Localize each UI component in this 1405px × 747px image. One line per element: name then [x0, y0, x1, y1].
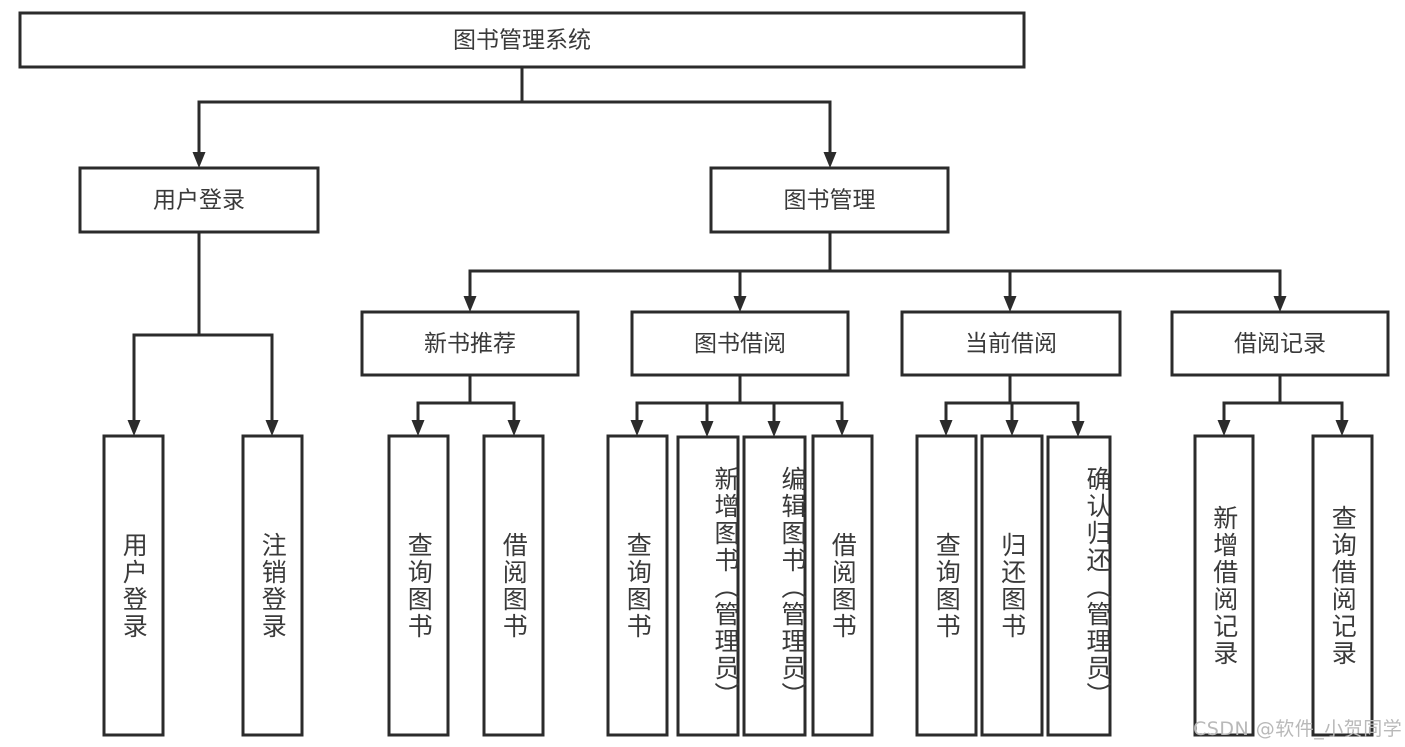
edge-current-fanout	[939, 373, 1085, 437]
node-label-book-borrow: 图书借阅	[694, 331, 786, 357]
node-box-borrow-record[interactable]	[1170, 310, 1390, 377]
node-box-leaf-borrow-book-1[interactable]	[482, 434, 545, 737]
node-box-book-management[interactable]	[709, 166, 950, 234]
node-box-leaf-add-record[interactable]	[1193, 434, 1255, 737]
edge-recommend-fanout	[411, 373, 521, 436]
node-box-leaf-add-book[interactable]	[676, 435, 740, 737]
node-box-root[interactable]	[18, 11, 1026, 69]
boxes-layer	[18, 11, 1390, 737]
edge-user-login-fanout	[127, 230, 279, 436]
connectors-layer	[127, 65, 1349, 437]
edge-root-fanout	[192, 65, 837, 168]
node-label-book-management: 图书管理	[784, 188, 876, 214]
node-box-user-login[interactable]	[78, 166, 320, 234]
node-box-leaf-query-book-2[interactable]	[606, 434, 669, 737]
edge-borrow-fanout	[630, 373, 849, 437]
node-label-root: 图书管理系统	[453, 28, 591, 54]
watermark: CSDN @软件_小贺同学	[1193, 718, 1403, 740]
node-box-leaf-user-login[interactable]	[102, 434, 165, 737]
node-box-current-borrow[interactable]	[900, 310, 1122, 377]
node-label-borrow-record: 借阅记录	[1234, 331, 1326, 357]
node-label-new-book-recommend: 新书推荐	[424, 331, 516, 357]
edge-record-fanout	[1217, 373, 1349, 436]
node-box-leaf-query-book-3[interactable]	[915, 434, 978, 737]
node-label-user-login: 用户登录	[153, 188, 245, 214]
node-box-leaf-edit-book[interactable]	[742, 435, 807, 737]
node-box-leaf-query-book-1[interactable]	[387, 434, 450, 737]
node-box-leaf-confirm-return[interactable]	[1046, 435, 1112, 737]
node-label-current-borrow: 当前借阅	[965, 331, 1057, 357]
node-box-leaf-query-record[interactable]	[1311, 434, 1374, 737]
node-box-book-borrow[interactable]	[630, 310, 850, 377]
edge-book-management-fanout	[463, 230, 1287, 312]
node-box-leaf-return-book[interactable]	[980, 434, 1044, 737]
node-box-leaf-logout[interactable]	[241, 434, 304, 737]
node-box-leaf-borrow-book-2[interactable]	[811, 434, 874, 737]
node-box-new-book-recommend[interactable]	[360, 310, 580, 377]
